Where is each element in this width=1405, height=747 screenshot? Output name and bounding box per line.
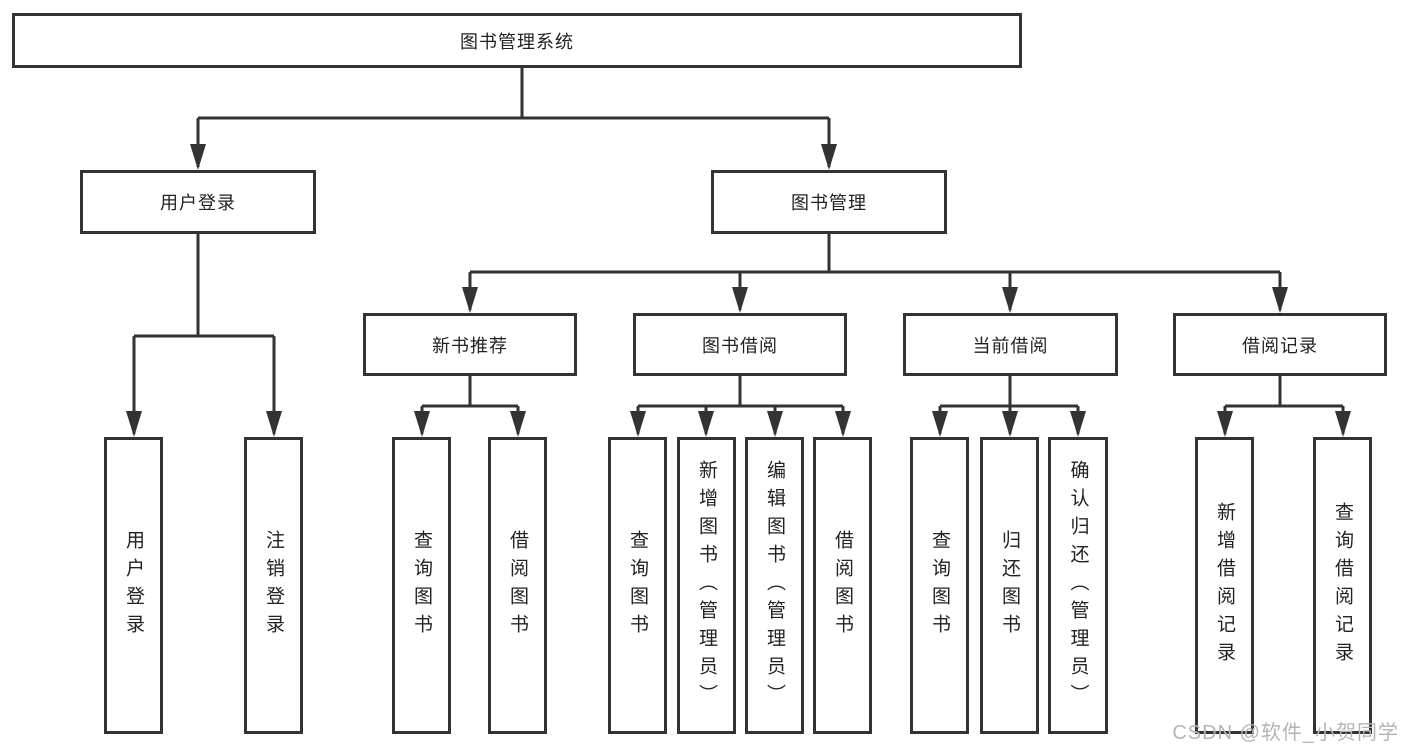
leaf-logout-label: 注销登录 [263,529,284,642]
node-borrow-records: 借阅记录 [1173,313,1387,376]
node-root-label: 图书管理系统 [460,31,574,52]
node-book-borrow-label: 图书借阅 [702,335,778,356]
leaf-borrow-books-label: 借阅图书 [832,529,853,642]
leaf-recommend-query-books-label: 查询图书 [411,529,432,642]
leaf-borrow-books: 借阅图书 [813,437,872,734]
leaf-user-login-label: 用户登录 [123,529,144,642]
leaf-logout: 注销登录 [244,437,303,734]
leaf-add-borrow-record: 新增借阅记录 [1195,437,1254,734]
node-user-login: 用户登录 [80,170,316,234]
leaf-recommend-query-books: 查询图书 [392,437,451,734]
leaf-query-borrow-record: 查询借阅记录 [1313,437,1372,734]
leaf-current-query-books-label: 查询图书 [929,529,950,642]
leaf-recommend-borrow-books-label: 借阅图书 [507,529,528,642]
leaf-user-login: 用户登录 [104,437,163,734]
node-user-login-label: 用户登录 [160,193,236,213]
node-new-book-recommend-label: 新书推荐 [432,335,508,356]
leaf-borrow-query-books-label: 查询图书 [627,529,648,642]
leaf-confirm-return-admin: 确认归还（管理员） [1048,437,1108,734]
leaf-confirm-return-admin-label: 确认归还（管理员） [1067,459,1089,712]
leaf-recommend-borrow-books: 借阅图书 [488,437,547,734]
leaf-add-books-admin-label: 新增图书（管理员） [696,459,717,712]
leaf-current-query-books: 查询图书 [910,437,969,734]
node-book-management-label: 图书管理 [791,193,867,213]
leaf-return-books-label: 归还图书 [999,529,1020,642]
node-root: 图书管理系统 [12,13,1022,68]
node-current-borrow-label: 当前借阅 [972,335,1049,356]
node-new-book-recommend: 新书推荐 [363,313,577,376]
node-borrow-records-label: 借阅记录 [1242,335,1318,356]
leaf-query-borrow-record-label: 查询借阅记录 [1332,501,1353,670]
node-book-management: 图书管理 [711,170,947,234]
leaf-add-books-admin: 新增图书（管理员） [677,437,736,734]
leaf-edit-books-admin: 编辑图书（管理员） [745,437,804,734]
leaf-return-books: 归还图书 [980,437,1039,734]
leaf-borrow-query-books: 查询图书 [608,437,667,734]
node-current-borrow: 当前借阅 [903,313,1118,376]
node-book-borrow: 图书借阅 [633,313,847,376]
leaf-add-borrow-record-label: 新增借阅记录 [1214,501,1235,670]
leaf-edit-books-admin-label: 编辑图书（管理员） [764,459,785,712]
